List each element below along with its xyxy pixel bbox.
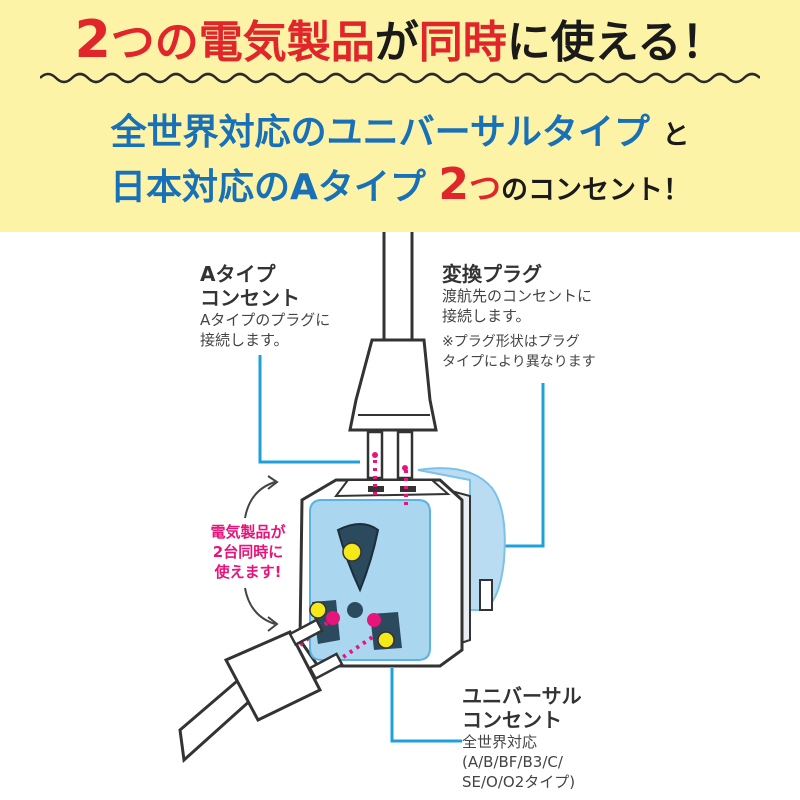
- curved-arrow-down: [244, 587, 276, 625]
- subhead-line1-main: 全世界対応のユニバーサルタイプ: [110, 112, 650, 153]
- converter-title: 変換プラグ: [442, 262, 542, 286]
- headline-part4: 同時: [418, 17, 507, 68]
- converter-desc-2: 接続します。: [442, 307, 531, 325]
- wavy-divider: [40, 72, 760, 84]
- label-a-type-outlet: Aタイプ コンセント Aタイプのプラグに 接続します。: [200, 262, 330, 350]
- headline-part5: に: [506, 17, 551, 68]
- subhead-line2-suffix: のコンセント！: [501, 175, 691, 206]
- subhead-line2: 日本対応のAタイプ 2つのコンセント！: [0, 160, 800, 216]
- headline-number: 2: [74, 10, 111, 70]
- simultaneous-line-2: 2台同時に: [212, 543, 284, 561]
- subhead-line2-main: 日本対応のAタイプ: [109, 167, 426, 208]
- adapter-illustration: [178, 232, 545, 764]
- a-type-desc-2: 接続します。: [200, 331, 289, 349]
- headline-part6: 使える！: [550, 17, 726, 68]
- universal-desc-1: 全世界対応: [462, 733, 538, 751]
- top-banner: 2つの電気製品が同時に使える！ 全世界対応のユニバーサルタイプ と 日本対応のA…: [0, 0, 800, 232]
- label-converter-plug: 変換プラグ 渡航先のコンセントに 接続します。 ※プラグ形状はプラグ タイプによ…: [442, 262, 596, 372]
- bottom-plug-body: [223, 630, 323, 722]
- headline-part2: 電気製品: [198, 17, 375, 68]
- subhead-line2-tsu: つ: [469, 169, 502, 207]
- a-type-title-1: Aタイプ: [200, 262, 276, 286]
- simultaneous-line-3: 使えます!: [214, 563, 282, 581]
- subhead-line1-suffix: と: [662, 120, 690, 151]
- label-universal-outlet: ユニバーサル コンセント 全世界対応 (A/B/BF/B3/C/ SE/O/O2…: [462, 684, 582, 792]
- headline-part1: つの: [110, 17, 199, 68]
- top-cable: [382, 232, 414, 342]
- leader-line-universal: [390, 668, 462, 743]
- converter-note-2: タイプにより異なります: [442, 354, 596, 370]
- universal-desc-3: SE/O/O2タイプ): [462, 773, 576, 791]
- subhead-line2-number: 2: [438, 159, 470, 210]
- converter-note-1: ※プラグ形状はプラグ: [442, 334, 580, 350]
- a-type-desc-1: Aタイプのプラグに: [200, 311, 331, 329]
- universal-title-2: コンセント: [462, 708, 562, 732]
- subhead-line1: 全世界対応のユニバーサルタイプ と: [0, 108, 800, 161]
- universal-desc-2: (A/B/BF/B3/C/: [462, 753, 563, 771]
- headline: 2つの電気製品が同時に使える！: [0, 10, 800, 73]
- leader-line-a-type: [258, 355, 360, 464]
- leader-line-converter: [505, 383, 545, 548]
- top-plug-body: [348, 338, 438, 432]
- converter-desc-1: 渡航先のコンセントに: [442, 287, 593, 305]
- bottom-prong-left: [288, 618, 324, 647]
- a-type-title-2: コンセント: [200, 286, 300, 310]
- curved-arrow-up: [244, 481, 276, 519]
- universal-title-1: ユニバーサル: [462, 684, 582, 708]
- simultaneous-line-1: 電気製品が: [210, 523, 286, 541]
- simultaneous-use-note: 電気製品が 2台同時に 使えます!: [198, 522, 298, 582]
- headline-part3: が: [374, 17, 419, 68]
- bottom-prong-right: [308, 652, 344, 681]
